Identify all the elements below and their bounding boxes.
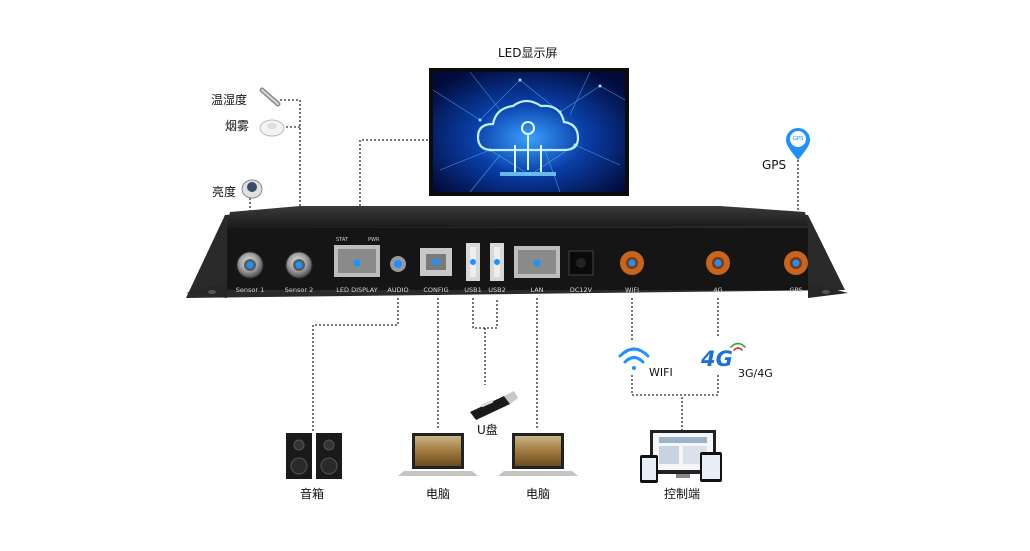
cloud-icon [476,99,580,152]
stat-indicator-label: STAT [336,237,348,243]
audio-port [390,256,406,272]
led-display-screen [429,68,629,196]
u-disk-image [470,391,518,420]
wifi-port-label: WIFI [625,286,639,294]
connector-led-display [359,139,432,232]
computer1-label: 电脑 [426,487,451,501]
speaker-image [286,433,342,479]
connector-4g-bottom [682,375,719,396]
lan-port [514,246,560,278]
smoke-label: 烟雾 [225,119,250,133]
connector-temp-humidity [280,99,301,210]
wifi-antenna-port [620,251,644,275]
connector-wifi-bottom [631,375,683,430]
sensor2-port-label: Sensor 2 [284,286,314,294]
gps-pin-icon [786,128,810,160]
config-port [420,248,452,276]
computer1-image [398,433,478,476]
led-display-title: LED显示屏 [498,46,558,60]
smoke-sensor-image [259,119,285,137]
4g-logo-text: 4G [701,347,733,371]
gps-antenna-port [784,251,808,275]
wifi-label: WIFI [649,366,673,379]
computer2-image [498,433,578,476]
4g-antenna-port [706,251,730,275]
dc12v-port [568,250,594,276]
connector-usb [472,298,498,329]
led-display-port [334,245,380,277]
led-display-port-label: LED DISPLAY [336,286,378,294]
speaker-label: 音箱 [300,487,325,501]
sensor2-port [285,251,313,279]
brightness-sensor-image [241,179,263,199]
usb2-port [490,243,504,281]
computer2-label: 电脑 [526,487,551,501]
usb1-port [466,243,480,281]
temp-humidity-label: 温湿度 [211,93,248,107]
gps-port-label: GPS [789,286,803,294]
control-terminal-label: 控制端 [664,487,701,501]
network-label: 3G/4G [738,367,773,380]
lan-port-label: LAN [530,286,544,294]
connector-audio [312,298,399,432]
pwr-indicator-label: PWR [368,237,380,243]
u-disk-label: U盘 [477,423,498,437]
usb1-port-label: USB1 [464,286,482,294]
4g-signal-icon [730,342,746,351]
usb2-port-label: USB2 [488,286,506,294]
config-port-label: CONFIG [423,286,449,294]
control-terminal-image [640,430,722,483]
temp-humidity-sensor-image [259,87,281,107]
connector-lines [249,99,799,432]
gps-pin-text: GPS [792,136,804,142]
sensor1-port [236,251,264,279]
wifi-icon [618,347,650,370]
audio-port-label: AUDIO [387,286,409,294]
4g-port-label: 4G [713,286,723,294]
gps-label: GPS [762,158,787,172]
sensor1-port-label: Sensor 1 [235,286,265,294]
dc12v-port-label: DC12V [569,286,593,294]
brightness-label: 亮度 [212,185,237,199]
